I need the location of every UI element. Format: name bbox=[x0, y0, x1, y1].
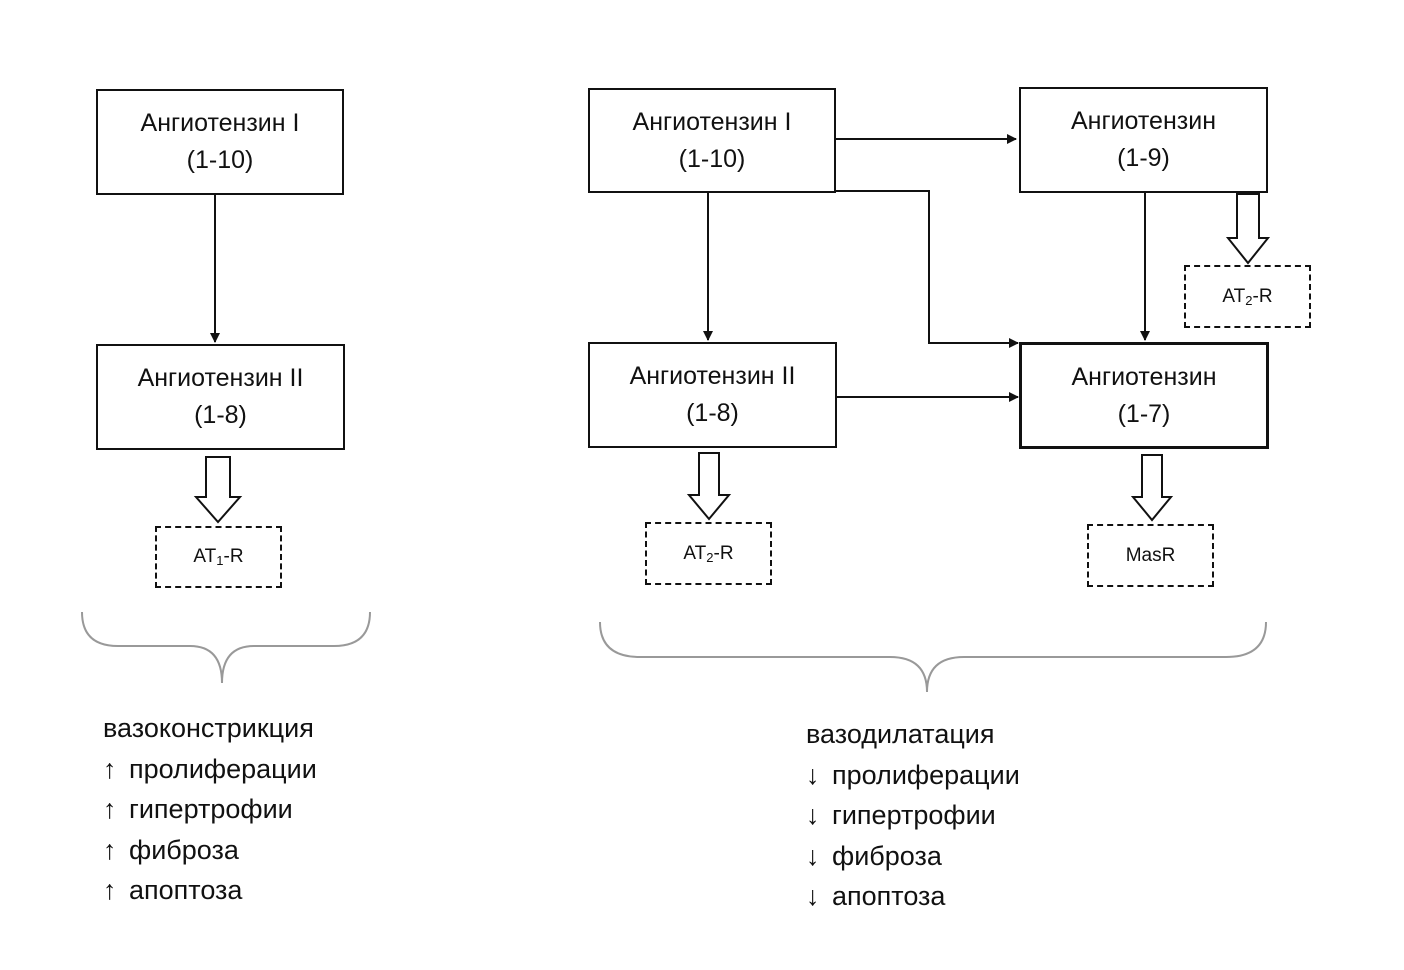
up-arrow-icon: ↑ bbox=[103, 794, 117, 824]
box-sequence: (1-8) bbox=[686, 399, 739, 427]
brace-left bbox=[81, 611, 371, 684]
angiotensin-1-box-left: Ангиотензин I (1-10) bbox=[96, 89, 344, 195]
brace-right bbox=[599, 621, 1267, 693]
receptor-label: AT1-R bbox=[193, 546, 244, 568]
angiotensin-2-box-left: Ангиотензин II (1-8) bbox=[96, 344, 345, 450]
hollow-arrow-ang17-to-masr bbox=[1130, 454, 1174, 522]
up-arrow-icon: ↑ bbox=[103, 753, 117, 784]
angiotensin-1-box-right: Ангиотензин I (1-10) bbox=[588, 88, 836, 193]
box-sequence: (1-9) bbox=[1117, 144, 1170, 172]
effect-item: ↓фиброза bbox=[806, 836, 1020, 877]
effect-item: ↓пролиферации bbox=[806, 755, 1020, 796]
effect-item: ↑фиброза bbox=[103, 830, 317, 871]
box-name: Ангиотензин bbox=[1071, 362, 1217, 391]
receptor-label: AT2-R bbox=[683, 542, 734, 565]
down-arrow-icon: ↓ bbox=[806, 840, 820, 871]
receptor-label: AT2-R bbox=[1222, 285, 1273, 308]
effect-item: вазодилатация bbox=[806, 719, 995, 749]
box-sequence: (1-7) bbox=[1117, 399, 1171, 428]
angiotensin-2-box-right: Ангиотензин II (1-8) bbox=[588, 342, 837, 448]
box-name: Ангиотензин I bbox=[632, 107, 792, 136]
box-name: Ангиотензин II bbox=[629, 362, 796, 390]
effect-item: ↑апоптоза bbox=[103, 870, 317, 911]
at1-receptor-box: AT1-R bbox=[155, 526, 282, 588]
angiotensin-1-9-box: Ангиотензин (1-9) bbox=[1019, 87, 1268, 193]
effect-item: ↑пролиферации bbox=[103, 749, 317, 790]
effect-item: ↓гипертрофии bbox=[806, 795, 1020, 836]
effects-list-left: вазоконстрикция ↑пролиферации ↑гипертроф… bbox=[103, 708, 317, 911]
hollow-arrow-ang19-to-at2r bbox=[1225, 193, 1271, 265]
effect-item: вазоконстрикция bbox=[103, 713, 314, 743]
hollow-arrow-ang2-to-at2r bbox=[686, 452, 732, 521]
down-arrow-icon: ↓ bbox=[806, 800, 820, 830]
hollow-arrow-left-ang2-to-at1r bbox=[193, 456, 243, 524]
box-sequence: (1-10) bbox=[678, 144, 746, 173]
at2-receptor-box-bottom: AT2-R bbox=[645, 522, 772, 585]
effect-item: ↓апоптоза bbox=[806, 876, 1020, 917]
box-name: Ангиотензин I bbox=[140, 109, 300, 137]
up-arrow-icon: ↑ bbox=[103, 875, 117, 905]
effect-item: ↑гипертрофии bbox=[103, 789, 317, 830]
arrow-ang1-to-ang17 bbox=[835, 190, 1019, 348]
up-arrow-icon: ↑ bbox=[103, 834, 117, 865]
down-arrow-icon: ↓ bbox=[806, 881, 820, 911]
receptor-label: MasR bbox=[1125, 544, 1176, 566]
effects-list-right: вазодилатация ↓пролиферации ↓гипертрофии… bbox=[806, 714, 1020, 917]
box-sequence: (1-10) bbox=[186, 146, 254, 174]
masr-receptor-box: MasR bbox=[1087, 524, 1214, 587]
at2-receptor-box-top: AT2-R bbox=[1184, 265, 1311, 328]
box-name: Ангиотензин bbox=[1070, 107, 1217, 135]
box-name: Ангиотензин II bbox=[137, 364, 304, 392]
angiotensin-1-7-box: Ангиотензин (1-7) bbox=[1019, 342, 1269, 449]
box-sequence: (1-8) bbox=[194, 401, 247, 429]
down-arrow-icon: ↓ bbox=[806, 759, 820, 790]
